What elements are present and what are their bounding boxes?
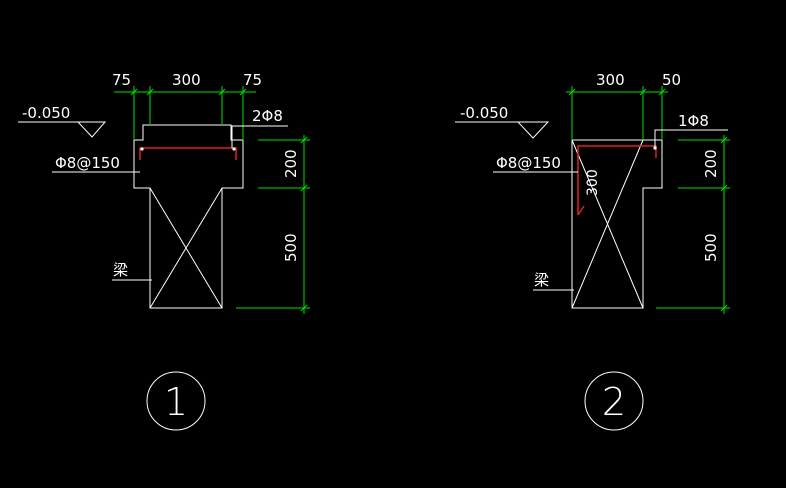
stirrup-label: Φ8@150 — [55, 154, 120, 172]
detail-number: 2 — [602, 380, 626, 424]
elevation-label: -0.050 — [22, 104, 70, 122]
dim-mid: 300 — [596, 71, 625, 89]
beam-cross-line — [571, 139, 644, 309]
inner-dimension-text: 300 — [585, 169, 601, 196]
rebar-stirrup — [577, 145, 657, 215]
stirrup-label: Φ8@150 — [496, 154, 561, 172]
rebar-leader — [654, 129, 728, 148]
dim-v-top: 200 — [282, 149, 300, 178]
dim-right: 75 — [243, 71, 262, 89]
dim-v-bottom: 500 — [702, 233, 720, 262]
top-dimension — [114, 86, 256, 140]
detail-2: -0.050 300 50 1Φ8 Φ8@150 300 梁 — [455, 71, 730, 431]
elevation-triangle — [76, 121, 107, 138]
detail-1: -0.050 75 300 75 2Φ8 Φ8@150 梁 — [18, 71, 310, 431]
rebar-stirrup — [139, 147, 237, 160]
rebar-dot — [232, 147, 236, 151]
section-outline — [571, 139, 663, 309]
vertical-dimension — [656, 135, 730, 314]
rebar-top-label: 1Φ8 — [678, 112, 709, 130]
elevation-label: -0.050 — [460, 104, 508, 122]
beam-cross-line — [149, 187, 223, 309]
beam-label: 梁 — [534, 271, 549, 289]
beam-label: 梁 — [113, 261, 128, 279]
detail-number: 1 — [164, 380, 188, 424]
dim-mid: 300 — [172, 71, 201, 89]
dim-right: 50 — [662, 71, 681, 89]
dim-v-bottom: 500 — [282, 233, 300, 262]
dim-v-top: 200 — [702, 149, 720, 178]
rebar-dot — [140, 147, 144, 151]
dim-left: 75 — [112, 71, 131, 89]
detail-number-circle — [584, 371, 644, 431]
elevation-triangle — [516, 121, 550, 139]
rebar-hook — [577, 205, 585, 216]
detail-number-circle — [146, 371, 206, 431]
rebar-top-label: 2Φ8 — [252, 107, 283, 125]
vertical-dimension — [236, 135, 310, 314]
top-dimension — [566, 86, 668, 140]
section-outline — [133, 124, 244, 309]
rebar-leader — [231, 125, 288, 148]
